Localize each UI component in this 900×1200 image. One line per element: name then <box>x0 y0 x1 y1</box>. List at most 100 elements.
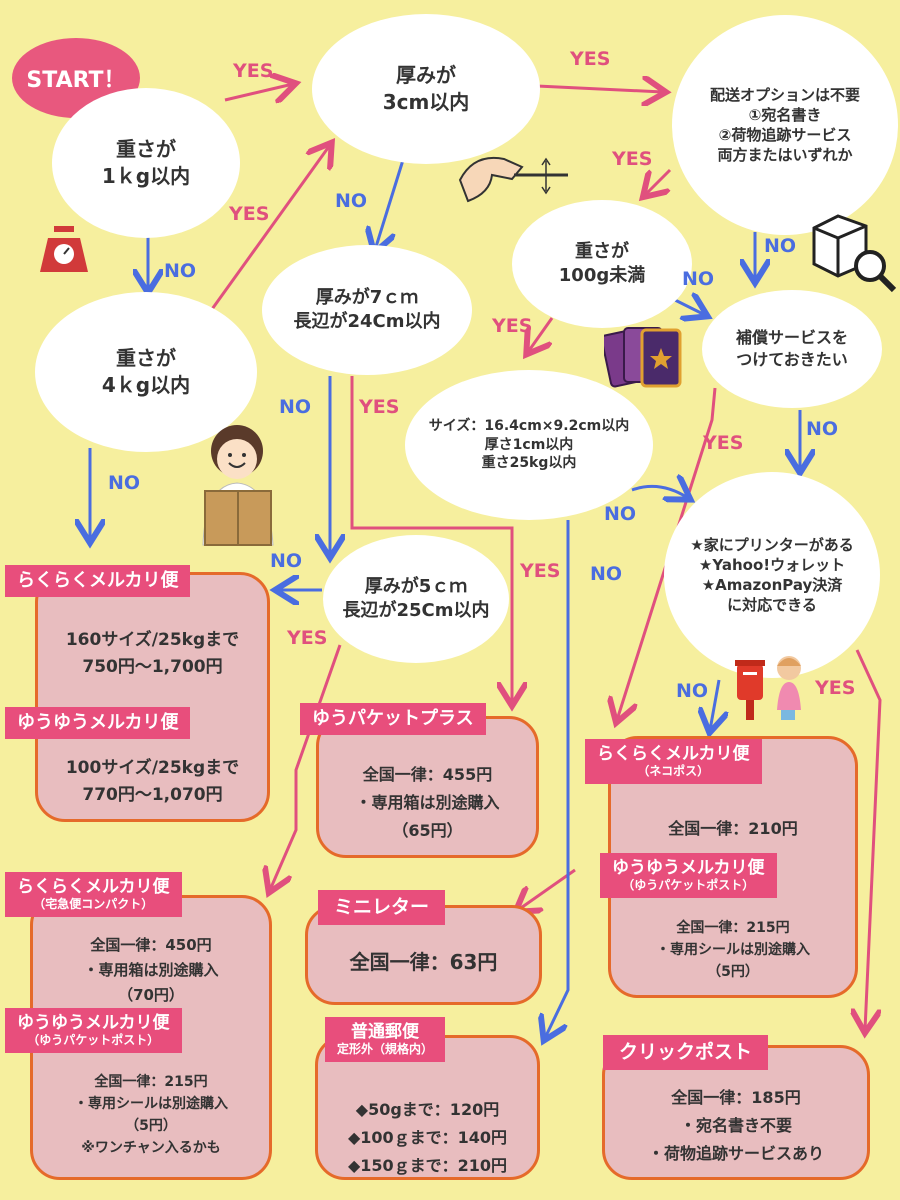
node-compensation: 補償サービスを つけておきたい <box>702 290 882 408</box>
no-label: NO <box>164 260 196 282</box>
tag-subtitle: （ゆうパケットポスト） <box>612 878 765 892</box>
yes-label: YES <box>570 48 610 70</box>
tag-yupacket-plus: ゆうパケットプラス <box>300 703 486 735</box>
no-label: NO <box>335 190 367 212</box>
node-text: ★AmazonPay決済 <box>702 575 843 595</box>
result-line: 160サイズ/25kgまで <box>38 625 267 650</box>
cards-icon <box>604 322 684 396</box>
result-line: ・荷物追跡サービスあり <box>605 1140 867 1164</box>
node-text: ★Yahoo!ウォレット <box>699 555 845 575</box>
node-text: つけておきたい <box>736 349 848 371</box>
node-text: ①宛名書き <box>749 105 822 125</box>
result-line: （5円） <box>33 1115 269 1135</box>
tag-minilatter: ミニレター <box>318 890 445 925</box>
node-text: 厚さ1cm以内 <box>485 436 574 455</box>
node-text: 長辺が24Cm以内 <box>293 310 440 334</box>
node-text: 両方またはいずれか <box>717 145 852 165</box>
result-box-yupacket-plus: 全国一律：455円 ・専用箱は別途購入 （65円） <box>316 716 539 858</box>
tag-rakuraku-compact: らくらくメルカリ便 （宅急便コンパクト） <box>5 872 182 917</box>
no-label: NO <box>682 268 714 290</box>
result-line: （65円） <box>319 817 536 841</box>
result-line: ・専用シールは別途購入 <box>611 939 855 959</box>
node-text: 重さが <box>116 345 176 372</box>
node-text: ★家にプリンターがある <box>690 535 853 555</box>
no-label: NO <box>806 418 838 440</box>
result-line: ※ワンチャン入るかも <box>33 1137 269 1157</box>
no-label: NO <box>108 472 140 494</box>
thickness-hand-icon <box>456 145 576 219</box>
result-line: （70円） <box>33 984 269 1005</box>
result-line: ・専用シールは別途購入 <box>33 1093 269 1113</box>
node-text: 厚みが5ｃｍ <box>365 575 468 599</box>
node-options: 配送オプションは不要 ①宛名書き ②荷物追跡サービス 両方またはいずれか <box>672 15 898 235</box>
result-line: 全国一律：455円 <box>319 761 536 785</box>
tag-subtitle: 定形外（規格内） <box>337 1042 433 1056</box>
node-weight-100g: 重さが 100g未満 <box>512 200 692 328</box>
yes-label: YES <box>815 677 855 699</box>
result-line: 750円～1,700円 <box>38 652 267 677</box>
no-label: NO <box>676 680 708 702</box>
yes-label: YES <box>229 203 269 225</box>
tag-subtitle: （宅急便コンパクト） <box>17 897 170 911</box>
tag-title: らくらくメルカリ便 <box>17 877 170 897</box>
result-line: 全国一律：215円 <box>33 1071 269 1091</box>
node-thick-7cm: 厚みが7ｃｍ 長辺が24Cm以内 <box>262 245 472 375</box>
node-text: 重さ25kg以内 <box>482 454 577 473</box>
node-printer: ★家にプリンターがある ★Yahoo!ウォレット ★AmazonPay決済 に対… <box>664 472 880 678</box>
node-weight-1kg: 重さが 1ｋg以内 <box>52 88 240 238</box>
result-line: 100サイズ/25kgまで <box>38 753 267 778</box>
node-text: 長辺が25Cm以内 <box>342 599 489 623</box>
node-text: サイズ：16.4cm×9.2cm以内 <box>429 417 629 436</box>
yes-label: YES <box>612 148 652 170</box>
node-text: ②荷物追跡サービス <box>719 125 852 145</box>
yes-label: YES <box>359 396 399 418</box>
no-label: NO <box>764 235 796 257</box>
result-line: 全国一律：185円 <box>605 1084 867 1108</box>
result-line: ◆100ｇまで：140円 <box>318 1124 537 1148</box>
node-text: に対応できる <box>727 595 817 615</box>
tag-subtitle: （ゆうパケットポスト） <box>17 1033 170 1047</box>
result-line: 770円～1,070円 <box>38 780 267 805</box>
node-text: 補償サービスを <box>736 327 848 349</box>
node-text: 3cm以内 <box>383 89 470 116</box>
node-text: 4ｋg以内 <box>102 372 190 399</box>
tag-subtitle: （ネコポス） <box>597 764 750 778</box>
tag-teikeigai: 普通郵便 定形外（規格内） <box>325 1017 445 1062</box>
yes-label: YES <box>492 315 532 337</box>
no-label: NO <box>604 503 636 525</box>
result-box-large: 160サイズ/25kgまで 750円～1,700円 100サイズ/25kgまで … <box>35 572 270 822</box>
tag-title: らくらくメルカリ便 <box>597 744 750 764</box>
node-text: 重さが <box>575 240 629 264</box>
node-text: 重さが <box>116 136 176 163</box>
no-label: NO <box>279 396 311 418</box>
result-line: 全国一律：210円 <box>611 815 855 839</box>
result-line: ・宛名書き不要 <box>605 1112 867 1136</box>
yes-label: YES <box>233 60 273 82</box>
node-thick-3cm: 厚みが 3cm以内 <box>312 14 540 164</box>
node-thick-5cm: 厚みが5ｃｍ 長辺が25Cm以内 <box>323 535 509 663</box>
node-text: 配送オプションは不要 <box>710 85 860 105</box>
tag-title: 普通郵便 <box>351 1022 419 1042</box>
tag-title: ゆうゆうメルカリ便 <box>612 858 765 878</box>
tag-clickpost: クリックポスト <box>603 1035 768 1070</box>
yes-label: YES <box>287 627 327 649</box>
mailbox-girl-icon <box>733 650 808 726</box>
result-line: （5円） <box>611 961 855 981</box>
result-line: ・専用箱は別途購入 <box>319 789 536 813</box>
tag-yuyu-post2: ゆうゆうメルカリ便 （ゆうパケットポスト） <box>5 1008 182 1053</box>
result-line: ◆150ｇまで：210円 <box>318 1152 537 1176</box>
result-line: 全国一律：450円 <box>33 934 269 955</box>
no-label: NO <box>590 563 622 585</box>
tag-title: ゆうゆうメルカリ便 <box>17 1013 170 1033</box>
node-text: 厚みが7ｃｍ <box>316 286 419 310</box>
result-line: 全国一律：63円 <box>308 946 539 975</box>
result-line: ・専用箱は別途購入 <box>33 959 269 980</box>
yes-label: YES <box>703 432 743 454</box>
scale-icon <box>36 222 92 282</box>
result-line: ◆50gまで：120円 <box>318 1096 537 1120</box>
node-text: 100g未満 <box>559 264 645 288</box>
result-line: 全国一律：215円 <box>611 917 855 937</box>
yes-label: YES <box>520 560 560 582</box>
node-text: 厚みが <box>396 62 456 89</box>
package-search-icon <box>808 208 898 302</box>
